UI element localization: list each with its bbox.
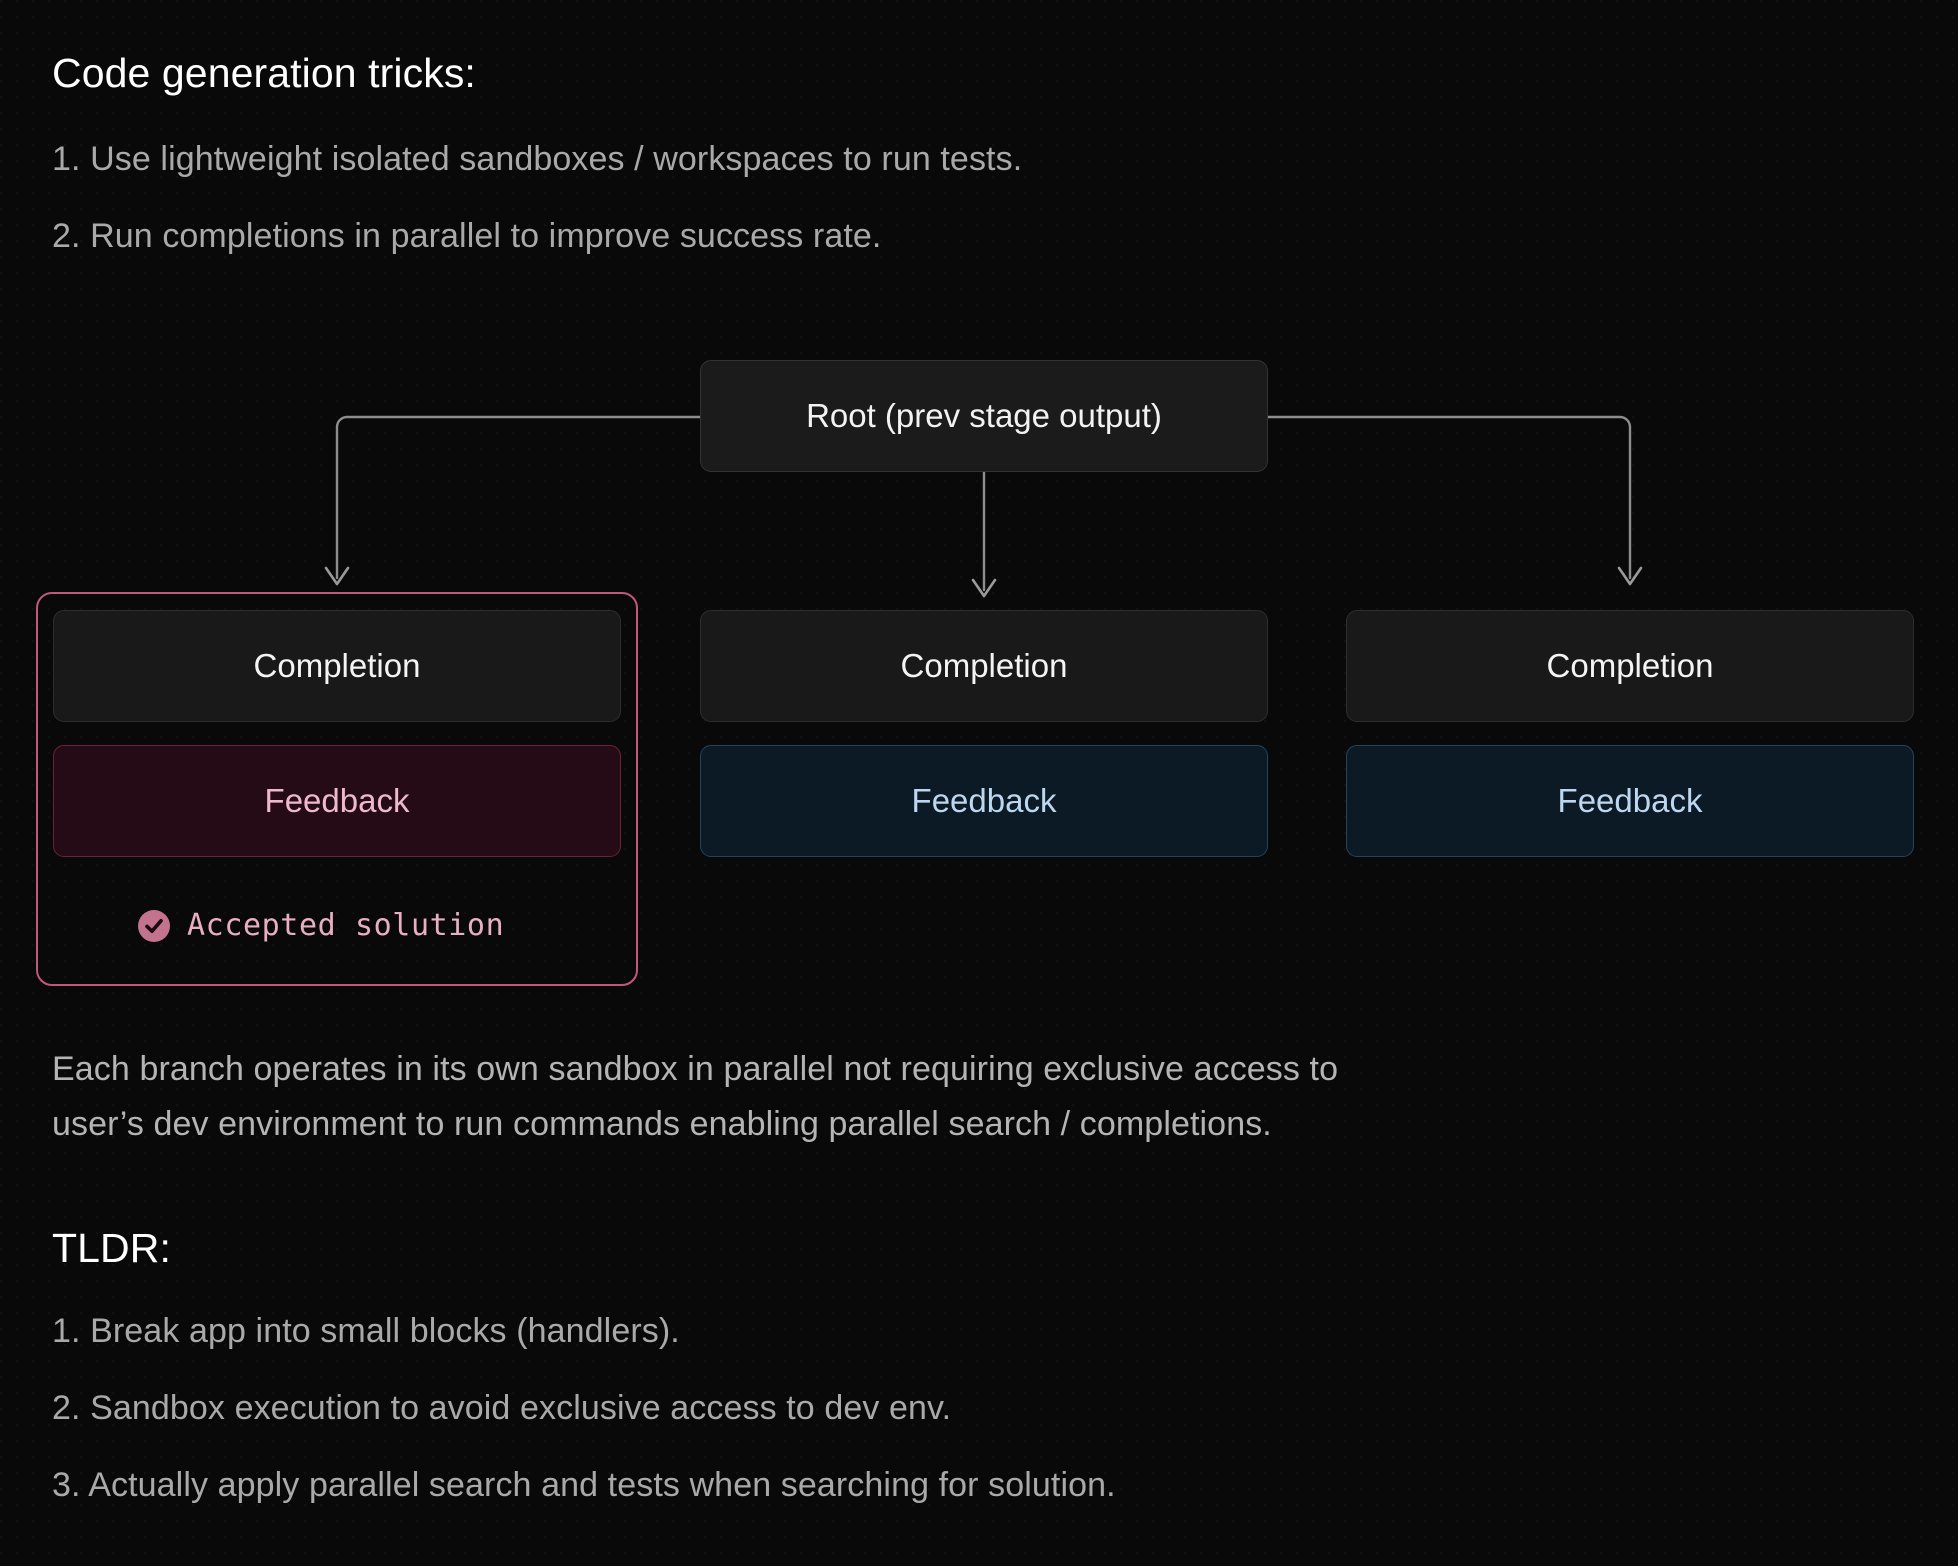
branch-right-feedback-node[interactable]: Feedback (1346, 745, 1914, 857)
branch-left-accepted-status: Accepted solution (137, 908, 504, 943)
branch-left-feedback-node[interactable]: Feedback (53, 745, 621, 857)
branch-left-accepted-outline[interactable] (36, 592, 638, 986)
tldr-heading: TLDR: (52, 1225, 171, 1271)
node-root-label: Root (prev stage output) (806, 397, 1162, 434)
diagram-caption-line-2: user’s dev environment to run commands e… (52, 1105, 1272, 1143)
connector-root-to-left (335, 415, 702, 580)
connector-root-to-right (1266, 415, 1632, 580)
diagram-caption: Each branch operates in its own sandbox … (52, 1042, 1752, 1152)
arrowhead-middle-icon (971, 578, 997, 598)
branch-middle-feedback-node[interactable]: Feedback (700, 745, 1268, 857)
tricks-item-2: 2. Run completions in parallel to improv… (52, 217, 882, 255)
branch-left-feedback-label: Feedback (264, 782, 410, 819)
diagram-caption-line-1: Each branch operates in its own sandbox … (52, 1050, 1339, 1088)
arrowhead-left-icon (324, 566, 350, 586)
branch-right-completion-node[interactable]: Completion (1346, 610, 1914, 722)
branch-right-completion-label: Completion (1546, 647, 1714, 684)
node-root[interactable]: Root (prev stage output) (700, 360, 1268, 472)
branch-left-completion-node[interactable]: Completion (53, 610, 621, 722)
branch-middle-feedback-label: Feedback (911, 782, 1057, 819)
branch-middle-completion-node[interactable]: Completion (700, 610, 1268, 722)
tldr-item-1: 1. Break app into small blocks (handlers… (52, 1312, 680, 1350)
branch-left-accepted-label: Accepted solution (187, 908, 505, 943)
arrowhead-right-icon (1617, 566, 1643, 586)
code-generation-tricks-heading: Code generation tricks: (52, 50, 476, 96)
tldr-item-2: 2. Sandbox execution to avoid exclusive … (52, 1389, 952, 1427)
branch-right-feedback-label: Feedback (1557, 782, 1703, 819)
tricks-item-1: 1. Use lightweight isolated sandboxes / … (52, 140, 1023, 178)
tldr-item-3: 3. Actually apply parallel search and te… (52, 1466, 1116, 1504)
branch-middle-completion-label: Completion (900, 647, 1068, 684)
check-circle-icon (138, 909, 170, 942)
branch-left-completion-label: Completion (253, 647, 421, 684)
